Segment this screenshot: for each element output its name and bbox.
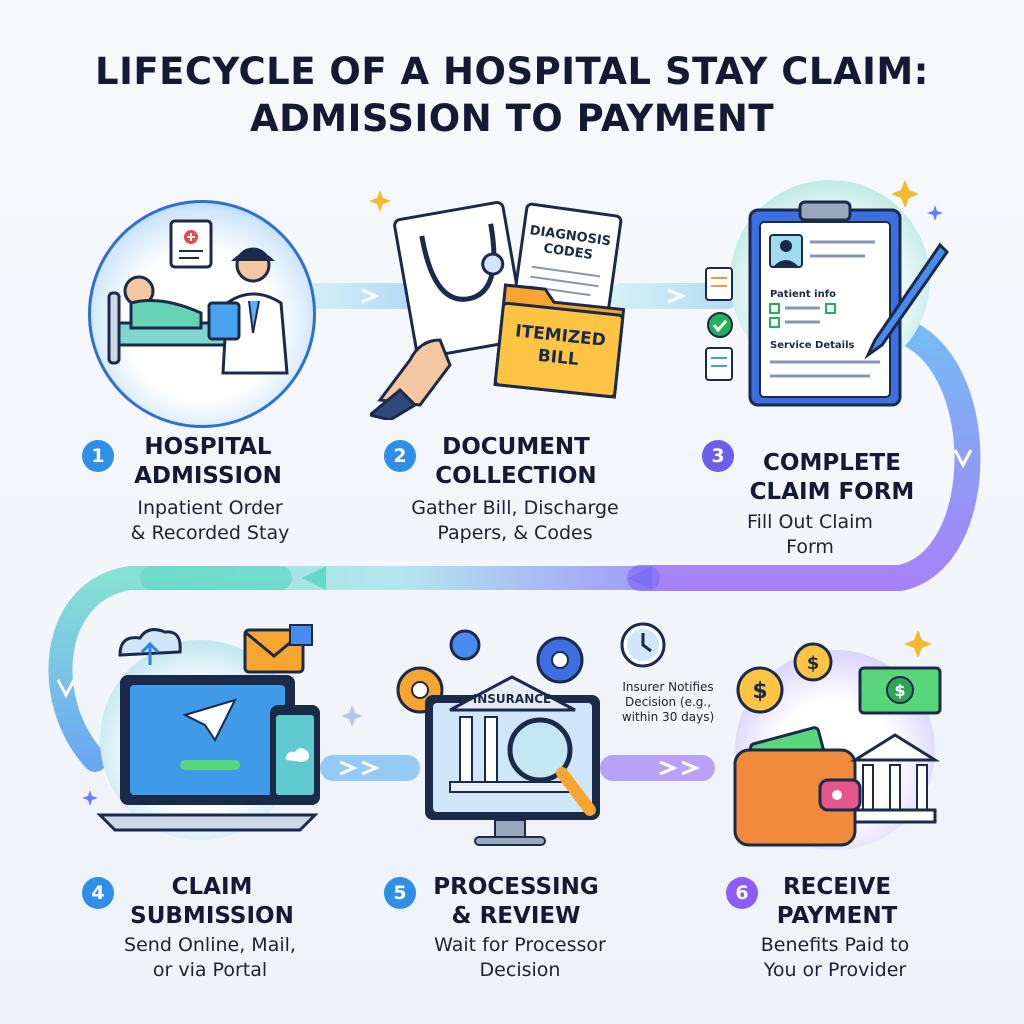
sparkle-icon [891, 180, 919, 208]
wallet-bank-icon: $ $ $ [733, 642, 942, 847]
insurer-note-line-3: within 30 days) [621, 710, 715, 724]
doctor-patient-icon [107, 219, 289, 375]
step-3-title-line-1: COMPLETE [763, 450, 901, 476]
step-2-desc-line-1: Gather Bill, Discharge [411, 497, 619, 519]
title-line-1: LIFECYCLE OF A HOSPITAL STAY CLAIM: [95, 50, 929, 93]
step-6-number: 6 [726, 877, 758, 909]
step-1-description: Inpatient Order & Recorded Stay [100, 496, 320, 546]
step-5-desc-line-2: Decision [479, 959, 561, 981]
step-1-title: HOSPITAL ADMISSION [118, 433, 298, 491]
insurer-note-line-2: Decision (e.g., [624, 695, 712, 709]
svg-text:$: $ [894, 681, 905, 700]
arrow-4-5-chevron [339, 760, 380, 776]
step-1-title-line-1: HOSPITAL [144, 434, 272, 460]
step-2-title-line-1: DOCUMENT [442, 434, 590, 460]
step-5-title-line-2: & REVIEW [451, 903, 581, 929]
step-4-title: CLAIM SUBMISSION [112, 873, 312, 931]
step-3-number: 3 [702, 440, 734, 472]
arrow-5-6-chevron [659, 760, 700, 776]
svg-text:$: $ [807, 653, 820, 674]
step-6-description: Benefits Paid to You or Provider [730, 933, 940, 983]
insurer-note-line-1: Insurer Notifies [622, 680, 714, 694]
step-5-title-line-1: PROCESSING [433, 874, 599, 900]
itemized-label-2: BILL [537, 346, 580, 370]
arrow-2-3-chevron [667, 288, 686, 304]
laptop-icon [96, 624, 320, 832]
page-title: LIFECYCLE OF A HOSPITAL STAY CLAIM: ADMI… [0, 48, 1024, 142]
svg-text:$: $ [752, 679, 767, 704]
sparkle-icon [82, 790, 98, 806]
arrow-1-2-chevron [361, 288, 380, 304]
curve-3-4-right [627, 317, 981, 591]
insurer-note: Insurer Notifies Decision (e.g., within … [608, 680, 728, 725]
step-6-title-line-2: PAYMENT [776, 903, 898, 929]
step-6-desc-line-1: Benefits Paid to [760, 934, 910, 956]
title-line-2: ADMISSION TO PAYMENT [249, 97, 775, 140]
documents-icon: DIAGNOSIS CODES ITEMIZED BILL [370, 200, 626, 420]
step-1-title-line-2: ADMISSION [134, 463, 282, 489]
step-4-description: Send Online, Mail, or via Portal [100, 933, 320, 983]
step-1-illustration [88, 200, 316, 428]
curve-chevron [953, 449, 973, 469]
step-2-description: Gather Bill, Discharge Papers, & Codes [390, 496, 640, 546]
insurance-label: INSURANCE [473, 692, 551, 706]
insurance-review-icon: INSURANCE [396, 629, 600, 846]
sparkle-icon [927, 205, 943, 221]
step-3-desc-line-1: Fill Out Claim [747, 511, 873, 533]
step-4-desc-line-1: Send Online, Mail, [124, 934, 296, 956]
arrow-mid-head-left [302, 566, 326, 590]
step-3-description: Fill Out Claim Form [720, 510, 900, 560]
step-3-title-line-2: CLAIM FORM [749, 479, 915, 505]
step-6-title-line-1: RECEIVE [782, 874, 892, 900]
step-3-title: COMPLETE CLAIM FORM [732, 449, 932, 507]
curve-left-chevron [56, 679, 76, 699]
step-4-title-line-2: SUBMISSION [130, 903, 294, 929]
arrow-mid-head-right [628, 566, 652, 590]
step-2-title: DOCUMENT COLLECTION [418, 433, 614, 491]
step-3-desc-line-2: Form [786, 536, 834, 558]
step-6-desc-line-2: You or Provider [763, 959, 907, 981]
curve-left [48, 566, 292, 772]
step-2-desc-line-2: Papers, & Codes [437, 522, 593, 544]
diagnosis-label-2: CODES [542, 241, 593, 263]
step-2-number: 2 [384, 440, 416, 472]
step-1-number: 1 [82, 440, 114, 472]
step-6-title: RECEIVE PAYMENT [752, 873, 922, 931]
clipboard-icon: Patient info Service Details [705, 200, 949, 407]
step-5-number: 5 [384, 877, 416, 909]
patient-info-label: Patient info [770, 289, 836, 300]
sparkle-icon [341, 705, 363, 727]
arrow-1-2 [300, 283, 420, 309]
sparkle-icon [369, 190, 391, 212]
sparkle-icon [904, 630, 932, 658]
step-4-title-line-1: CLAIM [171, 874, 253, 900]
step-4-desc-line-2: or via Portal [152, 959, 268, 981]
step-1-desc-line-1: Inpatient Order [137, 497, 283, 519]
arrow-5-6 [600, 755, 715, 781]
step-5-description: Wait for Processor Decision [400, 933, 640, 983]
step-5-title: PROCESSING & REVIEW [418, 873, 614, 931]
clock-icon [620, 622, 666, 668]
step-1-desc-line-2: & Recorded Stay [130, 522, 290, 544]
step-4-number: 4 [82, 877, 114, 909]
step-2-title-line-2: COLLECTION [435, 463, 597, 489]
service-details-label: Service Details [770, 340, 855, 351]
arrow-4-5 [320, 755, 420, 781]
step-5-desc-line-1: Wait for Processor [434, 934, 606, 956]
